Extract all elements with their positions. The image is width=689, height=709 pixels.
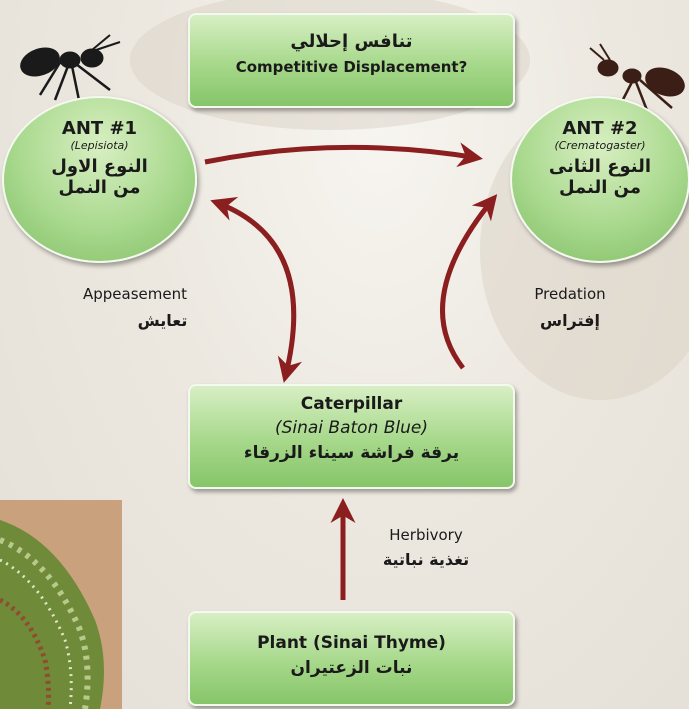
predation-english: Predation bbox=[505, 285, 635, 303]
ant-1-arabic-line1: النوع الاول bbox=[4, 156, 195, 177]
plant-box: Plant (Sinai Thyme) نبات الزعتيران bbox=[188, 611, 515, 706]
arrow-predation bbox=[442, 198, 494, 368]
herbivory-english: Herbivory bbox=[356, 526, 496, 544]
ant-2-arabic-line1: النوع الثانى bbox=[512, 156, 688, 177]
ant-1-arabic-line2: من النمل bbox=[4, 177, 195, 198]
caterpillar-species: (Sinai Baton Blue) bbox=[190, 418, 513, 438]
plant-english: Plant (Sinai Thyme) bbox=[190, 633, 513, 653]
predation-arabic: إفتراس bbox=[505, 311, 635, 330]
ant-2-arabic-line2: من النمل bbox=[512, 177, 688, 198]
plant-arabic: نبات الزعتيران bbox=[190, 658, 513, 678]
competitive-displacement-english: Competitive Displacement? bbox=[190, 58, 513, 76]
ant-2-node: ANT #2 (Crematogaster) النوع الثانى من ا… bbox=[510, 96, 689, 263]
caterpillar-arabic: يرقة فراشة سيناء الزرقاء bbox=[190, 443, 513, 463]
ant-2-title: ANT #2 bbox=[512, 118, 688, 139]
caterpillar-box: Caterpillar (Sinai Baton Blue) يرقة فراش… bbox=[188, 384, 515, 489]
caterpillar-english: Caterpillar bbox=[190, 394, 513, 414]
appeasement-label: Appeasement تعايش bbox=[40, 285, 230, 330]
competitive-displacement-box: تنافس إحلالي Competitive Displacement? bbox=[188, 13, 515, 108]
herbivory-label: Herbivory تغذية نباتية bbox=[356, 526, 496, 569]
herbivory-arabic: تغذية نباتية bbox=[356, 550, 496, 569]
appeasement-arabic: تعايش bbox=[40, 311, 230, 330]
ant-1-node: ANT #1 (Lepisiota) النوع الاول من النمل bbox=[2, 96, 197, 263]
appeasement-english: Appeasement bbox=[40, 285, 230, 303]
competitive-displacement-arabic: تنافس إحلالي bbox=[190, 31, 513, 52]
ant-1-title: ANT #1 bbox=[4, 118, 195, 139]
predation-label: Predation إفتراس bbox=[505, 285, 635, 330]
arrow-ant1-to-ant2 bbox=[205, 147, 478, 162]
ant-1-genus: (Lepisiota) bbox=[4, 139, 195, 152]
ant-2-genus: (Crematogaster) bbox=[512, 139, 688, 152]
